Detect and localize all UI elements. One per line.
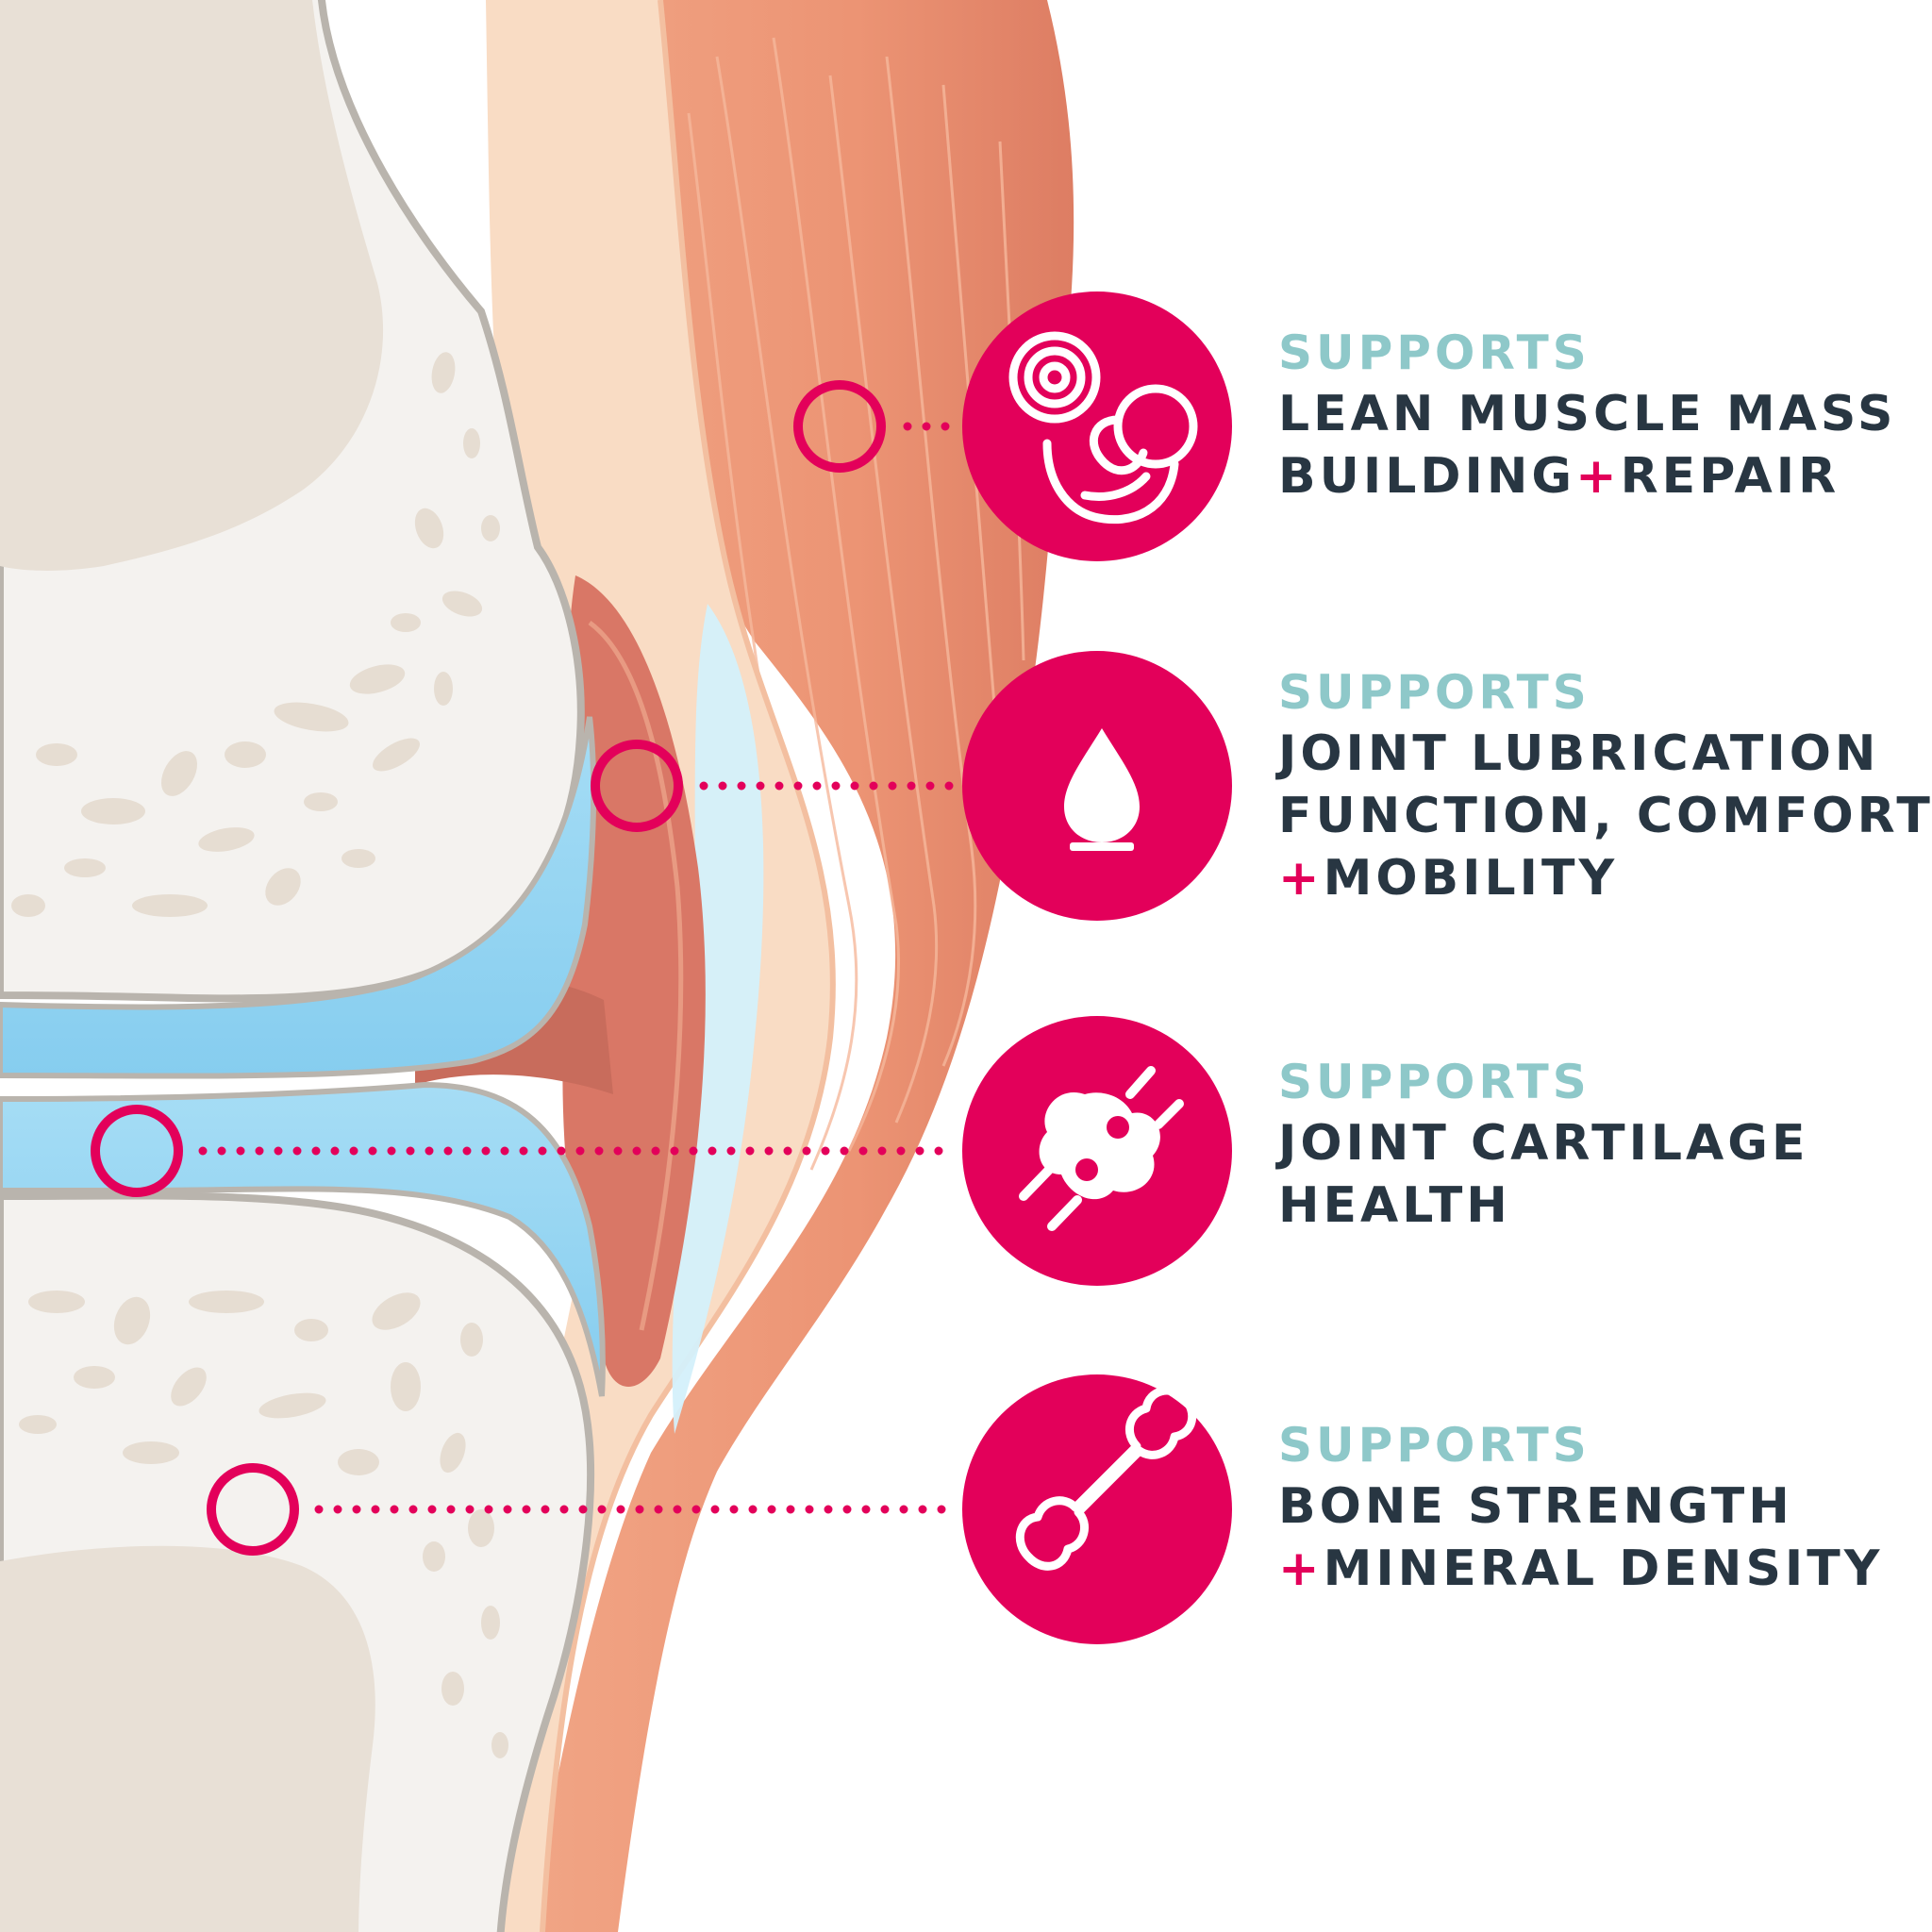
callout-kicker: SUPPORTS	[1278, 1418, 1591, 1473]
callout-heading-line: +MINERAL DENSITY	[1278, 1541, 1884, 1597]
synovial-pocket	[672, 604, 764, 1434]
muscle-target-icon	[1008, 331, 1198, 525]
joint-cartilage-icon	[1019, 1066, 1184, 1231]
callout-cartilage-text: SUPPORTS JOINT CARTILAGE HEALTH	[1278, 1052, 1809, 1237]
tendon-edge	[540, 0, 836, 1932]
callout-muscle-badge	[962, 291, 1232, 561]
callout-lubrication-badge	[962, 651, 1232, 921]
callout-lubrication-text: SUPPORTS JOINT LUBRICATION FUNCTION, COM…	[1278, 662, 1932, 909]
callout-heading-line: BUILDING+REPAIR	[1278, 448, 1840, 505]
tibia-marrow	[0, 1545, 375, 1932]
callout-heading-line: JOINT LUBRICATION	[1278, 725, 1880, 782]
callout-kicker: SUPPORTS	[1278, 325, 1591, 380]
callout-cartilage-connector	[91, 1105, 962, 1197]
callout-bone-badge	[962, 1374, 1232, 1644]
callout-heading-line: HEALTH	[1278, 1177, 1511, 1234]
callout-cartilage-badge	[962, 1016, 1232, 1286]
capsule-rim	[588, 620, 684, 1331]
callout-muscle-connector	[793, 380, 969, 473]
bone-speckles	[11, 352, 508, 1758]
callout-heading-line: LEAN MUSCLE MASS	[1278, 386, 1897, 442]
callout-bone-connector	[207, 1463, 962, 1556]
bone-icon	[1015, 1386, 1197, 1571]
droplet-icon	[1064, 728, 1140, 842]
callout-heading-line: JOINT CARTILAGE	[1278, 1115, 1809, 1172]
callout-heading-line: +MOBILITY	[1278, 850, 1619, 907]
callout-muscle-text: SUPPORTS LEAN MUSCLE MASS BUILDING+REPAI…	[1278, 323, 1896, 508]
callout-heading-line: BONE STRENGTH	[1278, 1478, 1793, 1535]
baseline-icon	[1070, 842, 1134, 851]
muscle	[528, 0, 1074, 1932]
femur-marrow	[0, 0, 383, 571]
callout-kicker: SUPPORTS	[1278, 1055, 1591, 1109]
callout-heading-line: FUNCTION, COMFORT	[1278, 788, 1932, 844]
callout-bone-text: SUPPORTS BONE STRENGTH +MINERAL DENSITY	[1278, 1415, 1883, 1600]
callout-kicker: SUPPORTS	[1278, 665, 1591, 720]
lower-cartilage	[0, 1081, 606, 1397]
callout-lubrication-connector	[591, 740, 962, 832]
